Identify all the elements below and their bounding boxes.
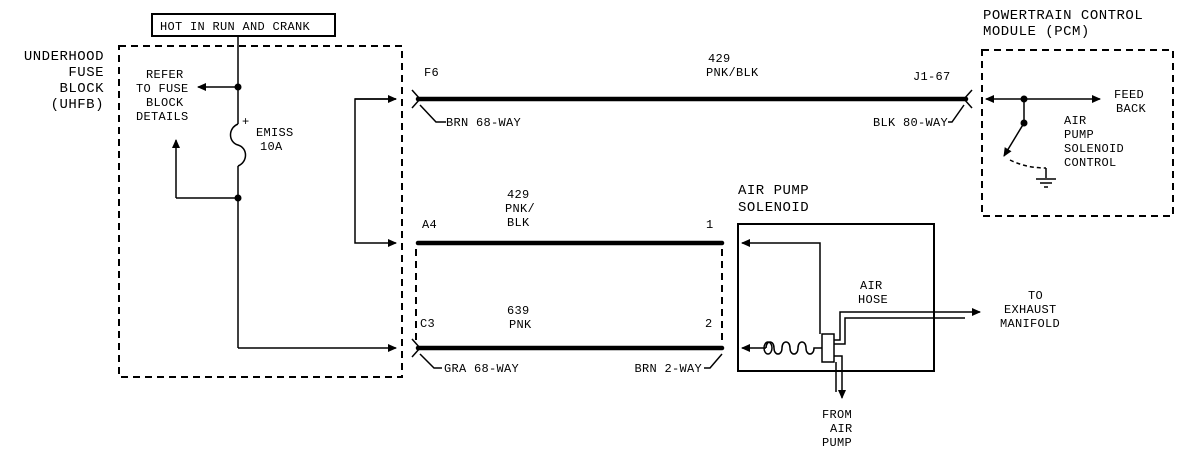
fuse-block-name-line-4: (UHFB) [51, 97, 104, 113]
top-left-connector-leader [419, 104, 446, 123]
from-pump-label-line-3: PUMP [822, 436, 852, 450]
bottom-right-connector-label: BRN 2-WAY [634, 362, 702, 376]
top-left-connector-label: BRN 68-WAY [446, 116, 521, 130]
pcm-outline [981, 49, 1174, 217]
from-pump-label-line-2: AIR [830, 422, 853, 436]
solenoid-pin-1-wire [741, 239, 821, 334]
fuse-plus-sign: + [242, 115, 250, 129]
pcm-title-line-1: POWERTRAIN CONTROL [983, 8, 1143, 24]
bottom-right-connector-leader [704, 353, 723, 369]
bottom-left-connector-label: GRA 68-WAY [444, 362, 519, 376]
top-wire-color: PNK/BLK [706, 66, 759, 80]
middle-wire-number: 429 [507, 188, 530, 202]
air-pump-inlet-line [834, 355, 846, 399]
air-hose-label-line-1: AIR [860, 279, 883, 293]
bottom-wire-number: 639 [507, 304, 530, 318]
exhaust-label-line-3: MANIFOLD [1000, 317, 1060, 331]
f6-a4-jumper-wire [354, 98, 397, 247]
fuse-block-name-line-1: UNDERHOOD [24, 49, 104, 65]
refer-text-line-1: REFER [146, 68, 184, 82]
bottom-wire-color: PNK [509, 318, 532, 332]
fuse-block-name-line-3: BLOCK [59, 81, 104, 97]
pcm-switch-dashed-link [1009, 159, 1047, 169]
top-right-connector-label: BLK 80-WAY [873, 116, 948, 130]
pcm-control-label-line-1: AIR [1064, 114, 1087, 128]
power-note-text: HOT IN RUN AND CRANK [160, 20, 311, 34]
pcm-title-line-2: MODULE (PCM) [983, 24, 1090, 40]
bottom-left-pin-label: C3 [420, 317, 435, 331]
pcm-switch-pivot [1020, 119, 1028, 127]
solenoid-coil [765, 341, 822, 355]
solenoid-valve-body [821, 333, 835, 363]
fuse-block-name-line-2: FUSE [68, 65, 104, 81]
solenoid-coil-end [763, 341, 773, 355]
air-hose-line-inner [834, 317, 965, 345]
pcm-feedback-label-line-2: BACK [1116, 102, 1147, 116]
j1-67-connector-bracket [962, 89, 973, 109]
refer-text-line-3: BLOCK [146, 96, 184, 110]
power-note-box [151, 13, 336, 37]
middle-right-pin-label: 1 [706, 218, 714, 232]
pcm-control-label-line-2: PUMP [1064, 128, 1094, 142]
top-right-pin-label: J1-67 [913, 70, 951, 84]
from-pump-label-line-1: FROM [822, 408, 852, 422]
solenoid-title-line-2: SOLENOID [738, 200, 809, 216]
refer-text-line-4: DETAILS [136, 110, 189, 124]
pcm-control-label-line-4: CONTROL [1064, 156, 1117, 170]
exhaust-label-line-2: EXHAUST [1004, 303, 1057, 317]
middle-wire-color-line-2: BLK [507, 216, 530, 230]
air-hose-line [834, 308, 981, 341]
fuse-block-outline [118, 45, 403, 378]
solenoid-title-line-1: AIR PUMP [738, 183, 809, 199]
fuse-symbol [229, 123, 247, 167]
bottom-left-connector-leader [419, 353, 442, 369]
pcm-control-label-line-3: SOLENOID [1064, 142, 1124, 156]
refer-text-line-2: TO FUSE [136, 82, 189, 96]
top-left-pin-label: F6 [424, 66, 439, 80]
top-right-connector-leader [948, 104, 965, 123]
fuse-label-line-2: 10A [260, 140, 283, 154]
middle-wire-color-line-1: PNK/ [505, 202, 535, 216]
pcm-feedback-label-line-1: FEED [1114, 88, 1144, 102]
bottom-right-pin-label: 2 [705, 317, 713, 331]
exhaust-label-line-1: TO [1028, 289, 1043, 303]
air-hose-label-line-2: HOSE [858, 293, 888, 307]
middle-left-pin-label: A4 [422, 218, 437, 232]
top-wire-number: 429 [708, 52, 731, 66]
solenoid-outline [737, 223, 935, 372]
fuse-label-line-1: EMISS [256, 126, 294, 140]
pcm-switch-arm [1003, 122, 1025, 157]
